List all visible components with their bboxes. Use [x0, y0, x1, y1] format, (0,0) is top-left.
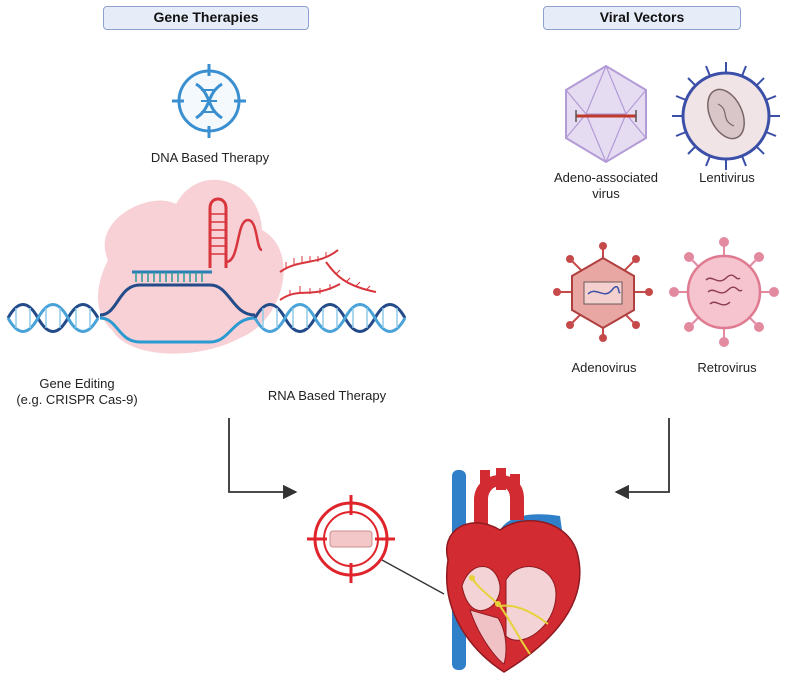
adenovirus-label: Adenovirus	[571, 360, 637, 375]
aav-line1: Adeno-associated	[553, 170, 659, 185]
left-arrow	[228, 418, 298, 500]
retrovirus-label: Retrovirus	[697, 360, 757, 375]
rna-therapy-label: RNA Based Therapy	[267, 388, 387, 403]
heart-icon	[445, 468, 581, 673]
lentivirus-icon	[672, 62, 780, 170]
adenovirus-icon	[553, 242, 653, 342]
dna-therapy-label: DNA Based Therapy	[150, 150, 270, 165]
crispr-cas9-icon	[97, 179, 284, 354]
dna-target-icon	[172, 64, 246, 138]
gene-therapies-header: Gene Therapies	[103, 6, 309, 30]
target-cell-icon	[307, 495, 395, 583]
connector-line	[381, 559, 445, 595]
gene-editing-label: Gene Editing (e.g. CRISPR Cas-9)	[2, 376, 152, 408]
retrovirus-icon	[669, 237, 779, 347]
dna-helix-left	[6, 303, 100, 333]
aav-virus-icon	[565, 64, 647, 164]
aav-line2: virus	[592, 186, 620, 201]
lentivirus-label: Lentivirus	[699, 170, 755, 185]
right-arrow	[614, 418, 670, 500]
aav-label: Adeno-associated virus	[540, 170, 672, 202]
gene-editing-line1: Gene Editing	[39, 376, 115, 391]
gene-editing-line2: (e.g. CRISPR Cas-9)	[16, 392, 138, 407]
dna-helix-right	[253, 303, 407, 333]
viral-vectors-header: Viral Vectors	[543, 6, 741, 30]
rna-strands-icon	[279, 249, 377, 301]
